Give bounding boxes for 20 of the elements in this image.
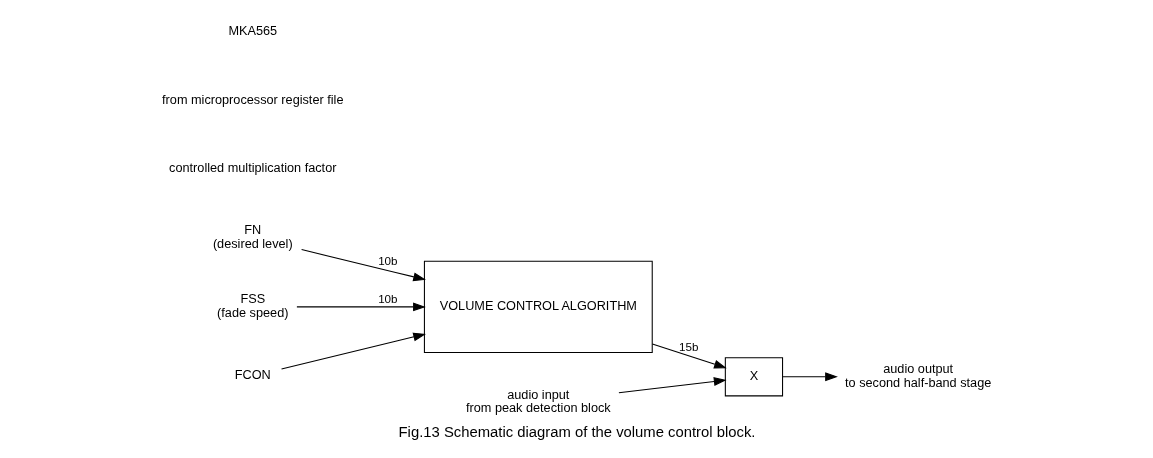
node-text: FN (desired level) <box>212 222 293 252</box>
node-box: X <box>724 357 783 397</box>
label: MKA565 <box>227 22 277 38</box>
arrow <box>295 302 426 312</box>
label: controlled multiplication factor <box>168 160 336 176</box>
edge-label: 10b <box>377 292 398 306</box>
label: from microprocessor register file <box>161 91 343 107</box>
node-text: FCON <box>234 367 271 383</box>
node-text: audio output to second half-band stage <box>844 361 991 390</box>
node-box: VOLUME CONTROL ALGORITHM <box>423 260 653 353</box>
edge-label: 10b <box>377 254 398 268</box>
caption: Fig.13 Schematic diagram of the volume control block. <box>398 424 755 441</box>
edge-label: 15b <box>678 340 698 354</box>
arrow <box>781 372 838 382</box>
arrow <box>280 332 426 370</box>
node-text: audio input from peak detection block <box>465 386 611 416</box>
node-text: FSS (fade speed) <box>216 291 288 321</box>
arrow <box>651 343 727 369</box>
arrow <box>300 249 426 282</box>
arrow <box>617 377 727 394</box>
